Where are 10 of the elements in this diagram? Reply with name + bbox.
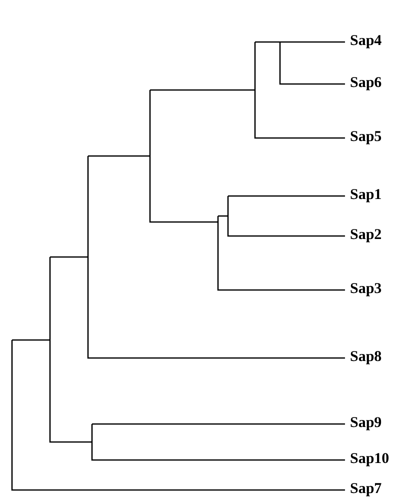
leaf-label: Sap9 [350,416,382,431]
leaf-label: Sap2 [350,228,382,243]
leaf-label: Sap1 [350,188,382,203]
leaf-label: Sap7 [350,482,382,497]
leaf-label: Sap5 [350,130,382,145]
leaf-label: Sap10 [350,452,390,467]
leaf-label: Sap3 [350,282,382,297]
leaf-label: Sap6 [350,76,382,91]
leaf-label: Sap8 [350,350,382,365]
leaf-label: Sap4 [350,34,382,49]
